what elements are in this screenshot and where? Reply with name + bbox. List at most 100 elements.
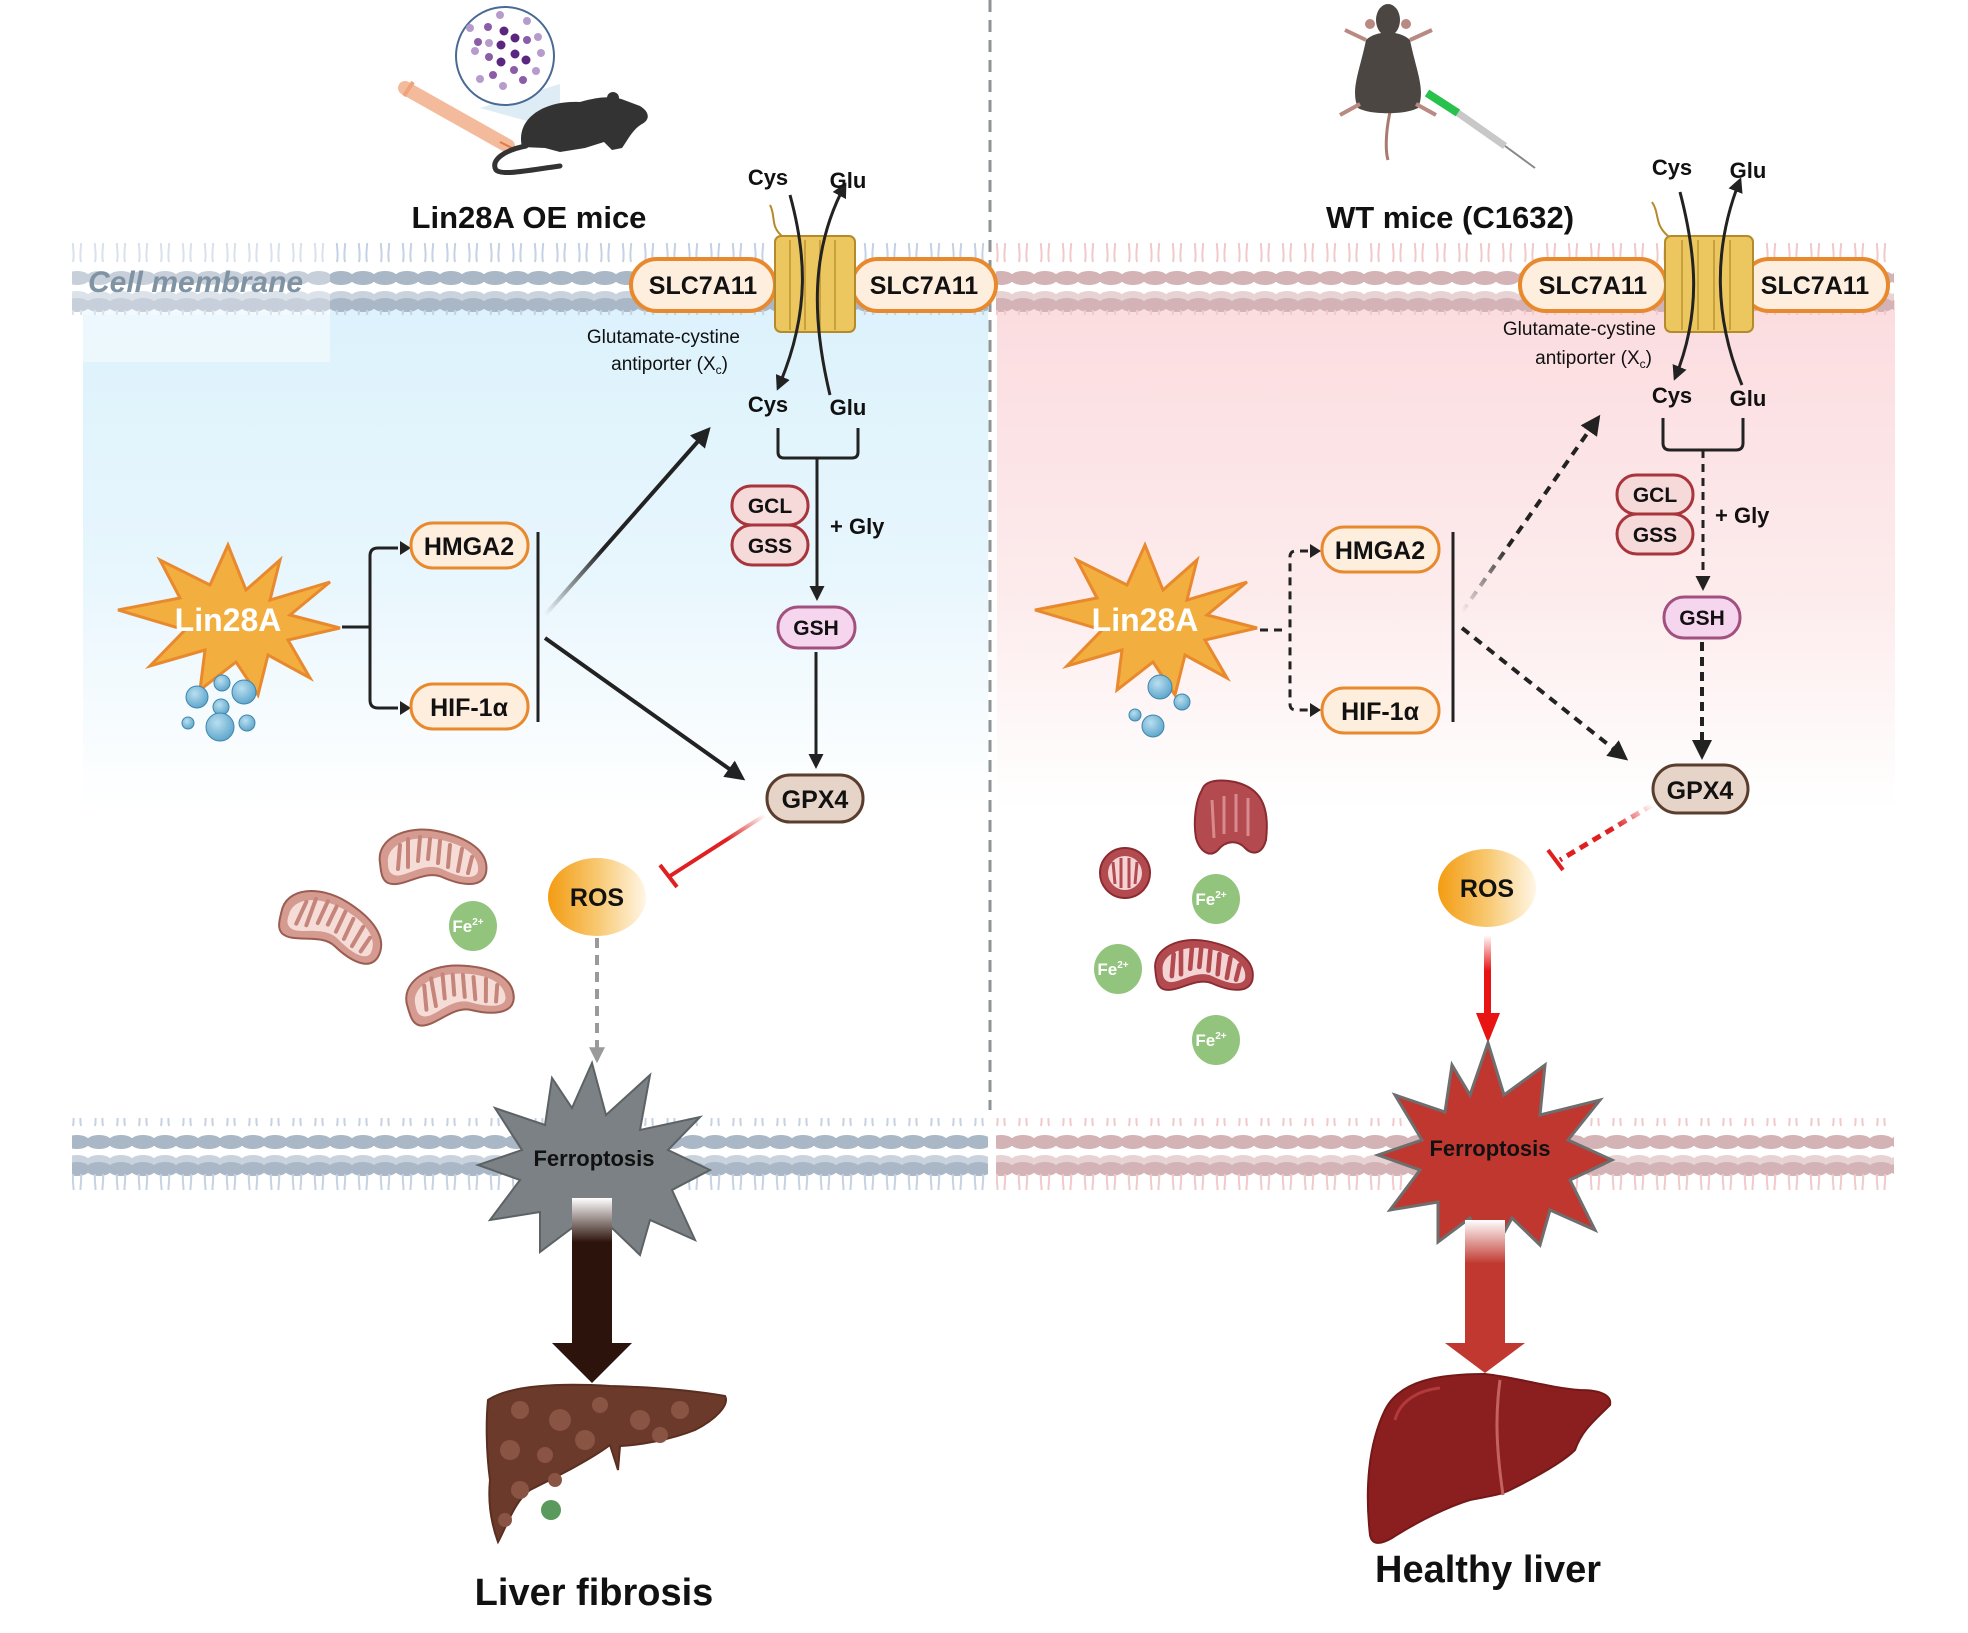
left-lin28a-star: Lin28A xyxy=(117,541,341,699)
left-slc7a11-label-2: SLC7A11 xyxy=(870,272,978,300)
left-lin28a-label: Lin28A xyxy=(175,602,282,638)
left-gpx4-inhibits-ros xyxy=(668,813,767,878)
right-hif1a-arrowhead xyxy=(1310,703,1321,717)
right-mitochondrion-1 xyxy=(1193,779,1268,855)
fibrotic-liver-icon xyxy=(485,1383,727,1545)
left-outcome-arrowhead xyxy=(552,1343,632,1383)
right-to-transporter-arrow xyxy=(1460,414,1601,614)
left-hif1a-node: HIF-1α xyxy=(409,682,530,731)
left-hif1a-label: HIF-1α xyxy=(430,694,509,722)
left-glu-bottom: Glu xyxy=(830,395,867,420)
right-branch-bracket xyxy=(1288,549,1308,712)
right-ros-label: ROS xyxy=(1460,875,1514,903)
left-to-gpx4-arrow xyxy=(543,636,746,781)
right-outcome-label: Healthy liver xyxy=(1375,1549,1601,1591)
glu-export-arrow xyxy=(815,182,847,396)
wt-mouse-illustration xyxy=(1339,4,1536,169)
right-gsh-node: GSH xyxy=(1662,595,1742,640)
antiporter-channel-icon xyxy=(769,204,856,333)
right-gpx4-node: GPX4 xyxy=(1651,763,1750,815)
left-gsh-node: GSH xyxy=(776,605,857,650)
right-lin28a-label: Lin28A xyxy=(1092,602,1199,638)
right-gcl-label: GCL xyxy=(1633,484,1678,507)
left-outcome-arrow-shaft xyxy=(572,1198,612,1346)
right-cytoplasm-bg xyxy=(997,300,1895,810)
syringe-green-icon xyxy=(1424,89,1536,169)
lin28a-oe-mouse-illustration xyxy=(398,6,648,176)
right-antiporter-caption-2: antiporter (Xc) xyxy=(1535,348,1652,371)
left-gpx4-label: GPX4 xyxy=(782,786,849,814)
right-gpx4-label: GPX4 xyxy=(1667,777,1734,805)
left-hmga2-arrowhead xyxy=(400,541,411,555)
left-hmga2-label: HMGA2 xyxy=(424,533,514,561)
right-cys-bottom: Cys xyxy=(1652,383,1692,408)
right-gss-label: GSS xyxy=(1633,524,1677,547)
right-hmga2-label: HMGA2 xyxy=(1335,537,1425,565)
left-gss-label: GSS xyxy=(748,535,792,558)
right-fe-label-3: Fe2+ xyxy=(1195,1031,1226,1050)
left-gsh-label: GSH xyxy=(793,617,839,640)
left-mitochondrion-1 xyxy=(377,827,489,887)
right-fe-label-2: Fe2+ xyxy=(1097,960,1128,979)
right-antiporter-channel-icon xyxy=(1651,201,1754,333)
left-antiporter-caption-2: antiporter (Xc) xyxy=(611,354,728,377)
left-inhibition-bar xyxy=(658,863,679,889)
membrane-label-fade xyxy=(72,243,330,315)
left-slc7a11-label-1: SLC7A11 xyxy=(649,272,757,300)
right-gly-label: + Gly xyxy=(1715,503,1770,528)
left-gss-enzyme: GSS xyxy=(730,523,810,567)
right-to-gpx4-arrow xyxy=(1460,626,1629,761)
right-gcl-enzyme: GCL xyxy=(1615,473,1695,516)
right-lin28a-star: Lin28A xyxy=(1034,541,1258,699)
right-cys-top: Cys xyxy=(1652,155,1692,180)
left-ros-node: ROS xyxy=(548,858,646,936)
syringe-icon xyxy=(398,80,515,153)
left-ferroptosis-label: Ferroptosis xyxy=(533,1146,654,1171)
right-ferroptosis-label: Ferroptosis xyxy=(1429,1136,1550,1161)
left-mitochondrion-2 xyxy=(271,878,395,971)
left-cys-bottom: Cys xyxy=(748,392,788,417)
left-antiporter-caption-1: Glutamate-cystine xyxy=(587,327,740,348)
right-slc7a11-left-pill: SLC7A11 xyxy=(1518,257,1668,313)
left-slc7a11-left-pill: SLC7A11 xyxy=(629,257,777,313)
left-fe-label: Fe2+ xyxy=(452,917,483,936)
cell-membrane-label: Cell membrane xyxy=(88,266,303,299)
right-mitochondrion-2 xyxy=(1099,847,1151,899)
right-antiporter-caption-1: Glutamate-cystine xyxy=(1503,319,1656,340)
left-gcl-label: GCL xyxy=(748,495,793,518)
left-gly-label: + Gly xyxy=(830,514,885,539)
right-hif1a-label: HIF-1α xyxy=(1341,698,1420,726)
right-outcome-arrow-shaft xyxy=(1465,1220,1505,1345)
right-slc7a11-label-2: SLC7A11 xyxy=(1761,272,1869,300)
left-hmga2-node: HMGA2 xyxy=(409,521,530,570)
right-outcome-arrowhead xyxy=(1445,1343,1525,1373)
right-gss-enzyme: GSS xyxy=(1615,512,1695,556)
right-hmga2-node: HMGA2 xyxy=(1320,525,1441,574)
right-hmga2-arrowhead xyxy=(1310,544,1321,558)
left-hif1a-arrowhead xyxy=(400,701,411,715)
left-mitochondrion-3 xyxy=(399,953,519,1030)
right-ros-to-ferroptosis-shaft xyxy=(1484,935,1491,1015)
left-gpx4-node: GPX4 xyxy=(765,773,865,824)
mouse-top-icon xyxy=(1339,4,1437,161)
right-fe-label-1: Fe2+ xyxy=(1195,890,1226,909)
right-transporter: SLC7A11 SLC7A11 Cys Glu Cys Glu Glutamat… xyxy=(1503,155,1890,411)
right-bubbles-icon xyxy=(1128,674,1191,738)
left-transporter: SLC7A11 SLC7A11 Cys Glu Cys Glu Glutamat… xyxy=(587,165,998,420)
left-bubbles-icon xyxy=(181,674,257,742)
right-mitochondrion-damaged xyxy=(1155,940,1253,990)
right-hif1a-node: HIF-1α xyxy=(1320,686,1441,735)
right-inhibition-bar xyxy=(1546,848,1565,872)
left-cys-top: Cys xyxy=(748,165,788,190)
right-glu-export-arrow xyxy=(1718,177,1744,386)
right-glu-top: Glu xyxy=(1730,158,1767,183)
mouse-side-icon xyxy=(492,92,648,176)
left-glu-top: Glu xyxy=(830,168,867,193)
right-glu-bottom: Glu xyxy=(1730,386,1767,411)
right-fe-ion-3: Fe2+ xyxy=(1192,1015,1240,1065)
right-fe-ion-2: Fe2+ xyxy=(1094,944,1142,994)
left-outcome-label: Liver fibrosis xyxy=(475,1572,714,1614)
left-model-label: Lin28A OE mice xyxy=(412,200,647,235)
left-branch-bracket xyxy=(368,546,398,710)
nanoparticle-zoom-icon xyxy=(455,6,555,106)
